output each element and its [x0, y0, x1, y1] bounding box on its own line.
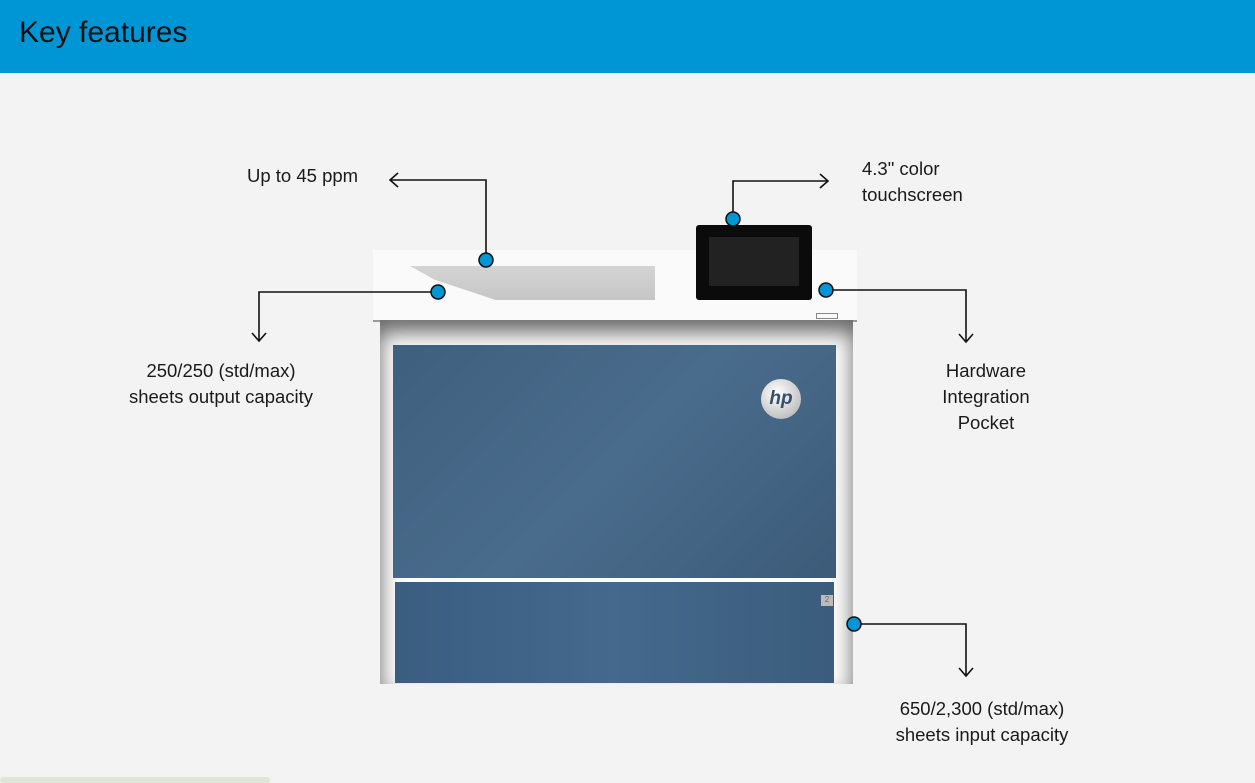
- feature-pocket: Hardware Integration Pocket: [916, 358, 1056, 436]
- hotspot-pocket: [818, 282, 834, 298]
- feature-text: 4.3" color: [862, 158, 940, 179]
- power-button[interactable]: [816, 313, 838, 319]
- feature-text: Pocket: [957, 412, 1015, 433]
- feature-text: touchscreen: [862, 184, 963, 205]
- feature-touchscreen: 4.3" color touchscreen: [862, 156, 963, 208]
- feature-text: Hardware: [945, 360, 1027, 381]
- feature-text: 650/2,300 (std/max): [899, 698, 1065, 719]
- feature-text: 250/250 (std/max): [146, 360, 296, 381]
- feature-text: Integration: [942, 386, 1030, 407]
- feature-output: 250/250 (std/max) sheets output capacity: [110, 358, 332, 410]
- input-tray: [395, 582, 834, 683]
- hotspot-speed: [478, 252, 494, 268]
- feature-input: 650/2,300 (std/max) sheets input capacit…: [872, 696, 1092, 748]
- hp-logo: hp: [761, 379, 801, 419]
- header-bar: Key features: [0, 0, 1255, 73]
- front-panel: [393, 345, 836, 578]
- tray-number-label: 2: [821, 595, 833, 606]
- hotspot-input: [846, 616, 862, 632]
- scrollbar[interactable]: [0, 777, 270, 783]
- page-title: Key features: [19, 16, 188, 49]
- feature-speed: Up to 45 ppm: [247, 165, 359, 186]
- hotspot-output: [430, 284, 446, 300]
- feature-text: sheets input capacity: [895, 724, 1069, 745]
- feature-text: sheets output capacity: [128, 386, 314, 407]
- hotspot-touchscreen: [725, 211, 741, 227]
